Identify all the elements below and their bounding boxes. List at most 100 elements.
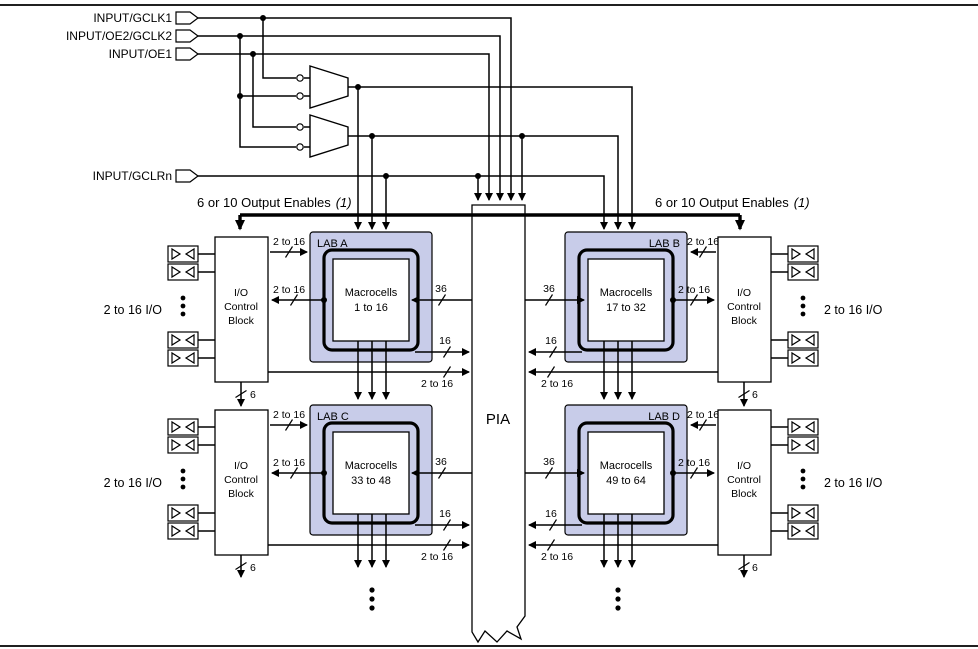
bus-label-6: 6	[752, 389, 758, 401]
ellipsis-dot	[800, 484, 806, 490]
bus-slash	[546, 366, 556, 378]
ellipsis-dot	[180, 311, 186, 317]
bus-label-2to16: 2 to 16	[541, 551, 573, 563]
io-cells-left-top: 2 to 16 I/O	[104, 245, 215, 367]
ellipsis-dot	[800, 468, 806, 474]
lab-d-macrocells-line2: 49 to 64	[606, 475, 646, 487]
bus-label-2to16: 2 to 16	[421, 378, 453, 390]
bus-slash	[284, 419, 294, 431]
bus-slash	[689, 294, 699, 306]
wire-mux1-out	[348, 86, 636, 230]
io-control-line1: I/O	[737, 287, 751, 299]
bus-slash	[546, 539, 556, 551]
mux-input-bubble	[296, 92, 304, 100]
junction-dot	[321, 297, 327, 303]
bus-label-36: 36	[435, 283, 447, 295]
bus-slash	[738, 561, 750, 571]
bus-slash	[289, 467, 299, 479]
io-control-line2: Control	[224, 474, 258, 486]
lab-d: LAB D Macrocells 49 to 64	[564, 404, 688, 536]
io-cell	[167, 436, 199, 454]
io-pins-count-label: 2 to 16 I/O	[824, 303, 883, 317]
bus-slash	[289, 294, 299, 306]
bus-label-16: 16	[545, 508, 557, 520]
io-control-line1: I/O	[234, 460, 248, 472]
io-control-line1: I/O	[737, 460, 751, 472]
oe-mux	[309, 114, 349, 158]
io-control-line3: Block	[228, 488, 254, 500]
bus-slash	[698, 419, 708, 431]
io-cell	[787, 418, 819, 436]
ellipsis-dot	[615, 596, 621, 602]
lab-b-name: LAB B	[649, 238, 680, 250]
bus-slash	[689, 467, 699, 479]
io-cell	[787, 245, 819, 263]
wire-gclk1	[198, 17, 515, 201]
io-cell	[167, 245, 199, 263]
io-pins-count-label: 2 to 16 I/O	[104, 476, 163, 490]
bus-slash	[235, 389, 247, 399]
junction-dot	[250, 51, 256, 57]
ellipsis-dot	[180, 476, 186, 482]
bus-label-2to16: 2 to 16	[687, 409, 719, 421]
bus-label-2to16: 2 to 16	[273, 457, 305, 469]
bus-label-16: 16	[439, 508, 451, 520]
io-control-line1: I/O	[234, 287, 248, 299]
ellipsis-dot	[800, 295, 806, 301]
ellipsis-dot	[800, 303, 806, 309]
ellipsis-dot	[180, 295, 186, 301]
ellipsis-dot	[800, 311, 806, 317]
bus-label-36: 36	[435, 456, 447, 468]
ellipsis-dot	[180, 468, 186, 474]
io-cell	[787, 504, 819, 522]
bus-slash	[738, 389, 750, 399]
bus-slash	[442, 539, 452, 551]
io-pins-count-label: 2 to 16 I/O	[824, 476, 883, 490]
lab-b: LAB B Macrocells 17 to 32	[564, 231, 688, 363]
oe-bus-note-right: (1)	[794, 195, 810, 210]
bus-label-2to16: 2 to 16	[273, 409, 305, 421]
bus-slash	[437, 467, 447, 479]
ellipsis-dot	[369, 605, 375, 611]
buses-right-bottom: 2 to 16 2 to 16 36 16 2 to 16 6	[525, 409, 758, 578]
junction-dot	[237, 93, 243, 99]
io-pins-count-label: 2 to 16 I/O	[104, 303, 163, 317]
io-control-block-left-top: I/O Control Block	[214, 236, 269, 383]
io-cell	[167, 504, 199, 522]
junction-dot	[670, 470, 676, 476]
bus-slash	[698, 246, 708, 258]
ellipsis-dot	[800, 476, 806, 482]
pia-block: PIA	[471, 204, 526, 644]
dedicated-inputs: INPUT/GCLK1 INPUT/OE2/GCLK2 INPUT/OE1 IN…	[66, 11, 199, 183]
junction-dot	[475, 173, 481, 179]
io-cells-right-top: 2 to 16 I/O	[771, 245, 883, 367]
io-control-line2: Control	[727, 301, 761, 313]
buses-left-bottom: 2 to 16 2 to 16 36 16 2 to 16 6	[235, 409, 472, 578]
bus-slash	[544, 467, 554, 479]
bus-slash	[442, 519, 452, 531]
lab-a-macrocells-line1: Macrocells	[345, 287, 398, 299]
oe-bus-label-right-text: 6 or 10 Output Enables	[655, 195, 789, 210]
junction-dot	[321, 470, 327, 476]
input-pin-icon	[175, 29, 199, 43]
gclk-mux	[309, 65, 349, 109]
junction-dot	[383, 173, 389, 179]
io-cell	[167, 331, 199, 349]
bus-slash	[437, 294, 447, 306]
ellipsis-dot	[615, 605, 621, 611]
bus-label-2to16: 2 to 16	[687, 236, 719, 248]
bus-slash	[544, 294, 554, 306]
bus-label-16: 16	[545, 335, 557, 347]
global-routing	[198, 15, 636, 230]
wire-gclk2	[198, 35, 504, 201]
bus-slash	[442, 346, 452, 358]
wire-gclk2-to-mux2	[239, 96, 296, 148]
io-control-line2: Control	[727, 474, 761, 486]
lab-c-name: LAB C	[317, 411, 349, 423]
wire-oe1-to-mux	[252, 54, 296, 128]
bus-label-6: 6	[250, 389, 256, 401]
mux-input-bubble	[296, 123, 304, 131]
lab-c-macrocells-box	[332, 431, 410, 515]
buses-right-top: 2 to 16 2 to 16 36 16 2 to 16 6	[525, 236, 758, 407]
